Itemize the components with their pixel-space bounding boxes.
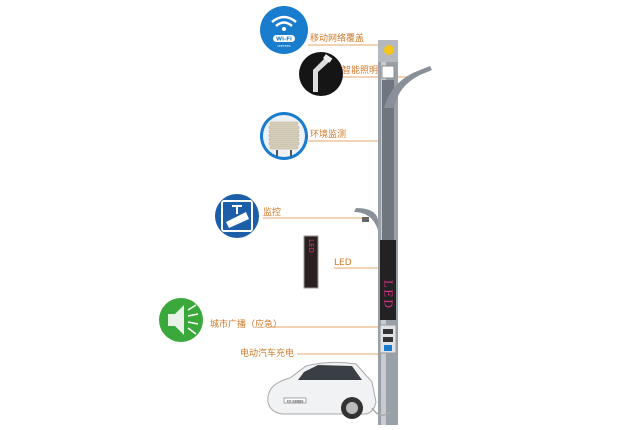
led-panel-illustration: LED: [303, 235, 319, 289]
label-wifi-coverage: 移动网络覆盖: [310, 34, 365, 44]
street-lamp-icon: [299, 52, 343, 96]
leader-lines: [263, 44, 412, 355]
wifi-icon: Wi-Fi CERTIFIED: [260, 6, 308, 54]
lamp-arm: [384, 66, 432, 108]
led-panel-text: LED: [307, 239, 315, 253]
wifi-logo-text: Wi-Fi: [276, 37, 292, 43]
solar-sun-icon: [384, 45, 394, 55]
camera-device: [362, 217, 369, 222]
label-smart-lighting: 智能照明: [342, 66, 379, 76]
label-environment-monitoring: 环境监测: [310, 130, 347, 140]
label-city-broadcast: 城市广播（应急）: [210, 320, 283, 330]
light-pole: LED: [354, 40, 432, 425]
electric-car: XX·88888: [267, 361, 391, 419]
charging-cable: [371, 407, 391, 416]
pole-led-text: LED: [382, 280, 395, 310]
pole-led-screen: [380, 240, 396, 320]
wifi-certified-text: CERTIFIED: [277, 44, 290, 48]
car-plate: XX·88888: [286, 400, 303, 404]
camera-arm: [354, 208, 378, 230]
label-led: LED: [334, 258, 352, 268]
speaker-icon: [159, 298, 203, 342]
weather-sensor-icon: [260, 112, 308, 160]
label-surveillance: 监控: [263, 208, 282, 218]
label-ev-charging: 电动汽车充电: [240, 349, 295, 359]
surveillance-camera-icon: [215, 194, 259, 238]
